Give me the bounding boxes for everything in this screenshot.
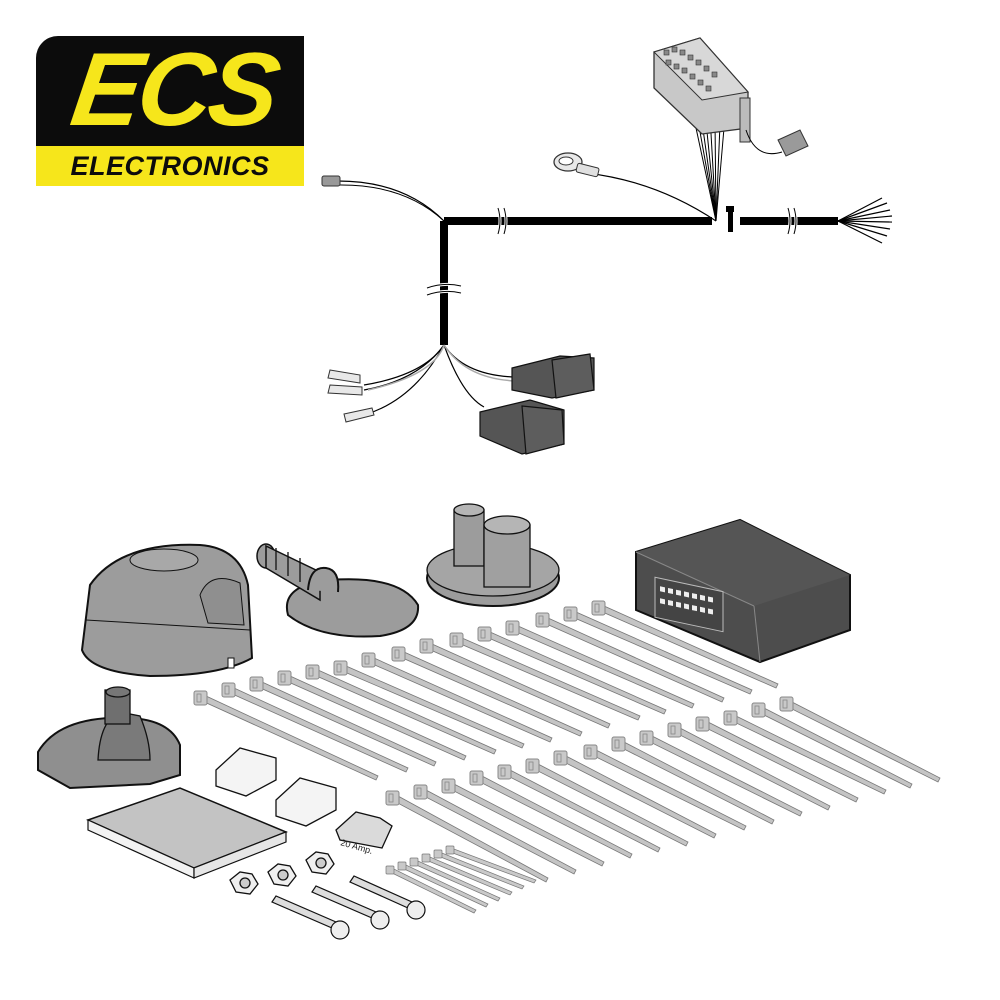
plug-connectors (479, 353, 595, 455)
13-pin-connector (653, 37, 809, 157)
wiring-harness (321, 37, 893, 455)
tow-socket (80, 543, 254, 678)
cable-ties-short (385, 845, 537, 914)
nuts (229, 851, 335, 895)
cable-grommet (256, 543, 420, 638)
double-grommet (426, 503, 560, 607)
fuse: 20 Amp. (335, 811, 393, 856)
logo-yellow-strip (36, 146, 304, 186)
instruction-pad (85, 787, 289, 879)
wire-connectors (215, 747, 337, 827)
cable-ties-upper (193, 600, 779, 781)
ecs-logo: ECS ELECTRONICS (36, 32, 304, 186)
socket-seal (37, 686, 181, 790)
control-module (635, 518, 851, 664)
cable-ties-lower (385, 696, 941, 883)
bolts (271, 875, 426, 940)
logo-subtitle: ELECTRONICS (70, 151, 270, 181)
spade-terminals (327, 369, 375, 423)
